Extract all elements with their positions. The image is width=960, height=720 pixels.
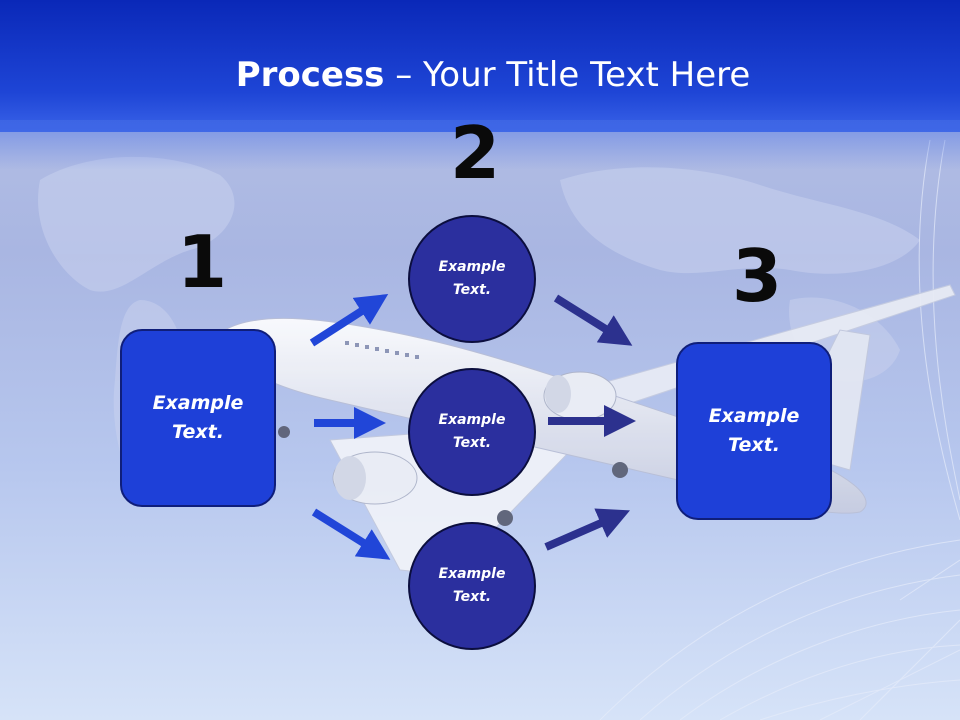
step-box-1-label: Example Text. xyxy=(152,392,244,443)
circle-bottom-label: Example Text. xyxy=(438,566,506,605)
circle-middle[interactable]: Example Text. xyxy=(408,368,536,496)
arrow-to-circle-top xyxy=(309,294,389,347)
header-bar xyxy=(0,0,960,132)
step-box-3-label: Example Text. xyxy=(708,405,800,456)
circle-top-label: Example Text. xyxy=(438,259,506,298)
step-number-3: 3 xyxy=(732,234,783,318)
title-rest: – Your Title Text Here xyxy=(384,55,751,95)
page-title: Process – Your Title Text Here xyxy=(0,54,960,96)
title-bold: Process xyxy=(235,55,385,95)
header-fade xyxy=(0,120,960,170)
step-number-2: 2 xyxy=(450,111,501,195)
arrow-from-circle-bottom xyxy=(544,508,631,551)
circle-bottom[interactable]: Example Text. xyxy=(408,522,536,650)
step-box-3[interactable]: Example Text. xyxy=(676,342,832,520)
circle-top[interactable]: Example Text. xyxy=(408,215,536,343)
arrow-from-circle-top xyxy=(553,294,633,346)
step-number-1: 1 xyxy=(177,220,228,304)
arrow-to-circle-bottom xyxy=(311,508,391,560)
step-box-1[interactable]: Example Text. xyxy=(120,329,276,507)
circle-middle-label: Example Text. xyxy=(438,412,506,451)
